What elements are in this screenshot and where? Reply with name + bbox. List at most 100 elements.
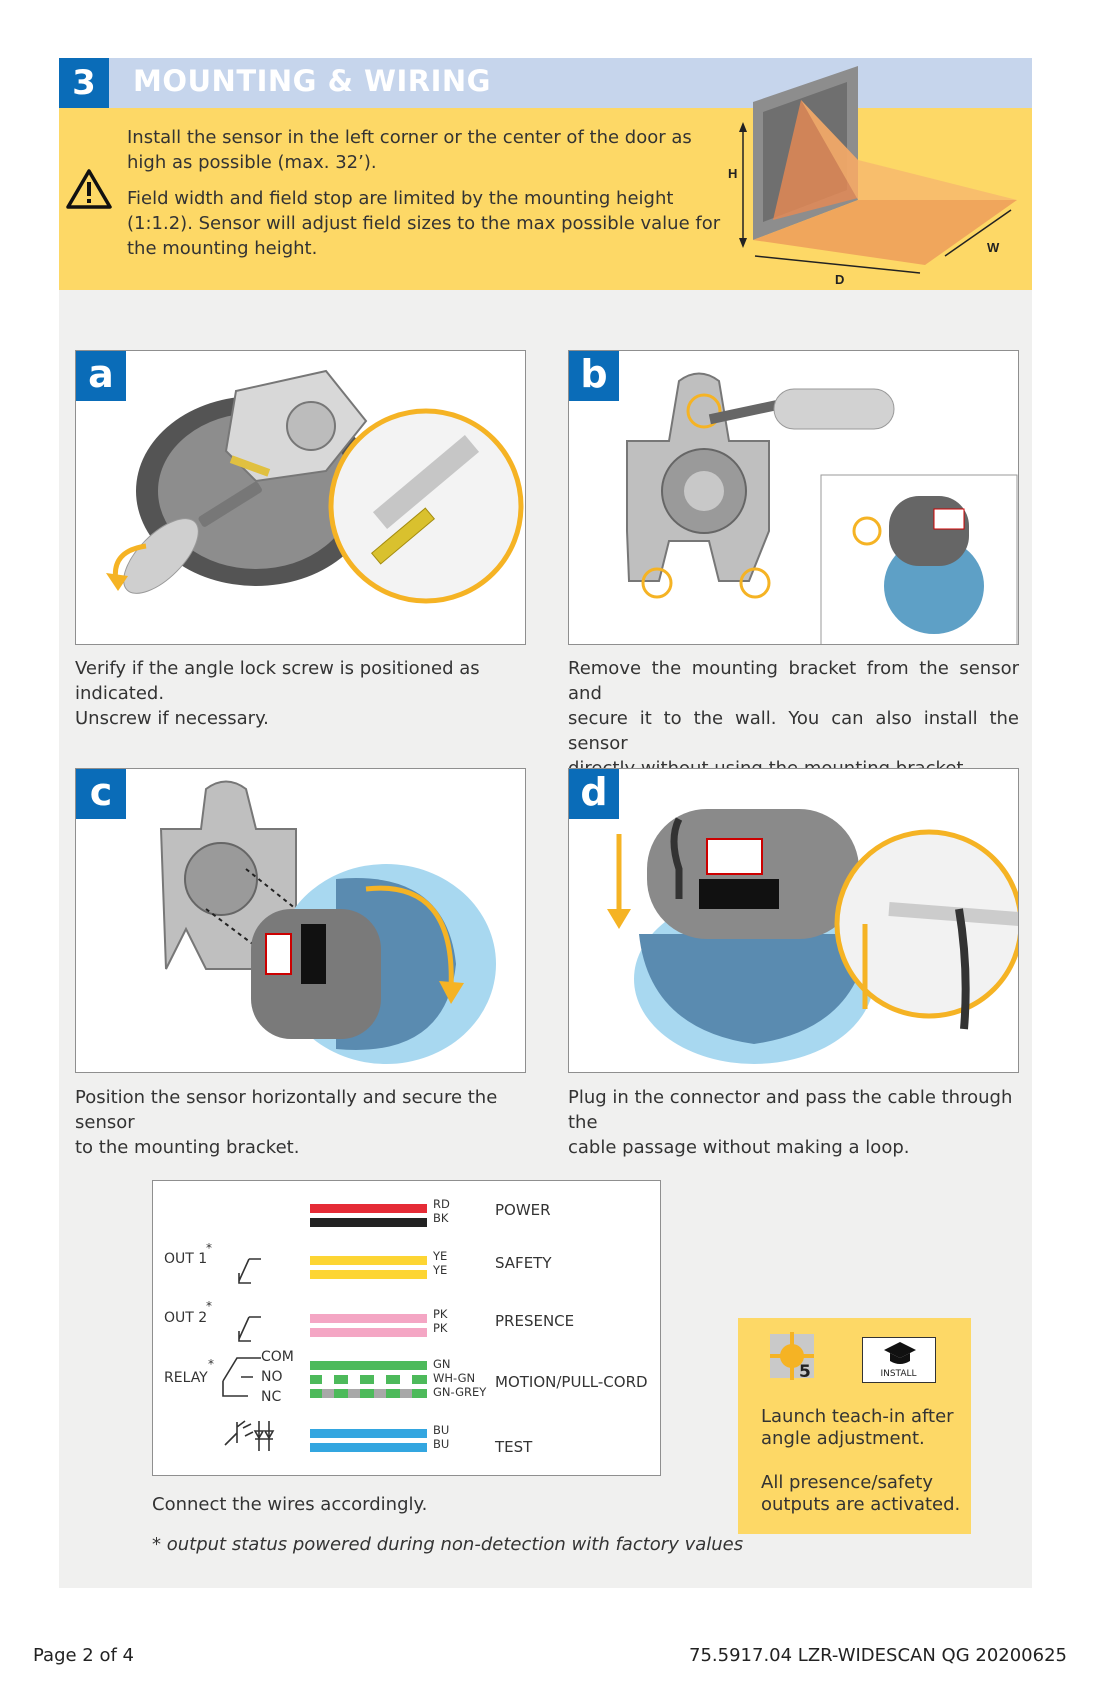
mounting-height-diagram: H D W bbox=[728, 66, 1017, 287]
wire-name-test: TEST bbox=[495, 1438, 533, 1456]
footnote: * output status powered during non-detec… bbox=[152, 1534, 744, 1555]
caption-line: Remove the mounting bracket from the sen… bbox=[568, 658, 1019, 704]
wire-name-presence: PRESENCE bbox=[495, 1312, 575, 1330]
section-number: 3 bbox=[59, 58, 109, 108]
wiring-table: RD BK YE YE PK PK GN WH-GN GN-GREY BU BU… bbox=[152, 1180, 661, 1476]
teach-in-number: 5 bbox=[799, 1362, 811, 1382]
intro-line: (1:1.2). Sensor will adjust field sizes … bbox=[127, 213, 721, 234]
teach-line: Launch teach-in after bbox=[761, 1406, 954, 1427]
wire-yellow bbox=[310, 1256, 427, 1265]
caption-line: Verify if the angle lock screw is positi… bbox=[75, 658, 480, 704]
teach-line: angle adjustment. bbox=[761, 1428, 925, 1449]
zoom-circle bbox=[328, 408, 524, 604]
step-b-panel: b bbox=[568, 350, 1019, 645]
wire-green bbox=[310, 1361, 427, 1370]
wire-diagram bbox=[222, 1204, 427, 1452]
relay-asterisk: * bbox=[208, 1357, 214, 1371]
out2-label: OUT 2 bbox=[164, 1310, 208, 1326]
step-c-caption: Position the sensor horizontally and sec… bbox=[75, 1085, 535, 1160]
relay-symbol bbox=[222, 1357, 261, 1397]
step-a-badge: a bbox=[76, 351, 126, 401]
optocoupler-icon bbox=[224, 1420, 275, 1451]
wire-blue bbox=[310, 1443, 427, 1452]
step-a-illustration bbox=[106, 369, 524, 604]
out1-label: OUT 1 bbox=[164, 1251, 208, 1267]
section-title: MOUNTING & WIRING bbox=[133, 64, 491, 98]
wire-blue bbox=[310, 1429, 427, 1438]
warning-icon bbox=[66, 169, 112, 209]
wire-codes-power: RD BK bbox=[433, 1197, 450, 1225]
intro-line: Field width and field stop are limited b… bbox=[127, 188, 674, 209]
step-d-illustration bbox=[607, 809, 1018, 1064]
step-a-caption: Verify if the angle lock screw is positi… bbox=[75, 656, 535, 731]
caption-line: cable passage without making a loop. bbox=[568, 1137, 910, 1158]
step-c-illustration bbox=[159, 780, 496, 1064]
teach-line: outputs are activated. bbox=[761, 1494, 961, 1515]
wire-name-power: POWER bbox=[495, 1201, 551, 1219]
relay-com-label: COM bbox=[261, 1349, 294, 1365]
wire-white-green bbox=[310, 1375, 427, 1384]
wire-red bbox=[310, 1204, 427, 1213]
wire-codes-safety: YE YE bbox=[433, 1249, 447, 1277]
mounting-bracket-icon bbox=[626, 372, 770, 582]
wire-black bbox=[310, 1218, 427, 1227]
intro-line: the mounting height. bbox=[127, 238, 318, 259]
wire-codes-test: BU BU bbox=[433, 1423, 449, 1451]
out1-asterisk: * bbox=[206, 1241, 212, 1255]
step-c-panel: c bbox=[75, 768, 526, 1073]
step-b-illustration bbox=[626, 372, 1018, 644]
screwdriver-icon bbox=[708, 388, 895, 430]
intro-text-1: Install the sensor in the left corner or… bbox=[127, 125, 692, 175]
switch-symbol-out1 bbox=[238, 1258, 261, 1284]
connect-wires-text: Connect the wires accordingly. bbox=[152, 1494, 428, 1515]
wire-code: BU bbox=[433, 1437, 450, 1451]
wire-name-safety: SAFETY bbox=[495, 1254, 552, 1272]
wire-code: BK bbox=[433, 1211, 449, 1225]
teach-in-panel: 5 INSTALL Launch teach-in after angle ad… bbox=[738, 1318, 971, 1534]
depth-label: D bbox=[835, 272, 844, 287]
relay-label: RELAY bbox=[164, 1370, 208, 1386]
wire-pink bbox=[310, 1314, 427, 1323]
relay-no-label: NO bbox=[261, 1369, 283, 1385]
zoom-circle bbox=[834, 829, 1018, 1019]
wire-code: RD bbox=[433, 1197, 450, 1211]
wire-pink bbox=[310, 1328, 427, 1337]
wire-code: WH-GN bbox=[433, 1371, 476, 1385]
teach-in-icon bbox=[770, 1332, 814, 1380]
page-number: Page 2 of 4 bbox=[33, 1645, 134, 1666]
wire-yellow bbox=[310, 1270, 427, 1279]
caption-line: secure it to the wall. You can also inst… bbox=[568, 708, 1019, 754]
relay-nc-label: NC bbox=[261, 1389, 282, 1405]
height-label: H bbox=[728, 166, 737, 181]
intro-line: Install the sensor in the left corner or… bbox=[127, 127, 692, 148]
wire-name-motion: MOTION/PULL-CORD bbox=[495, 1373, 648, 1391]
wire-code: PK bbox=[433, 1307, 448, 1321]
intro-text-2: Field width and field stop are limited b… bbox=[127, 186, 720, 261]
wire-code: PK bbox=[433, 1321, 448, 1335]
wire-code: GN-GREY bbox=[433, 1385, 487, 1399]
step-a-panel: a bbox=[75, 350, 526, 645]
step-b-badge: b bbox=[569, 351, 619, 401]
out2-asterisk: * bbox=[206, 1299, 212, 1313]
document-code: 75.5917.04 LZR-WIDESCAN QG 20200625 bbox=[689, 1645, 1067, 1666]
section-header-band bbox=[59, 58, 1032, 108]
wire-code: YE bbox=[433, 1263, 448, 1277]
caption-line: Unscrew if necessary. bbox=[75, 708, 269, 729]
switch-symbol-out2 bbox=[238, 1316, 261, 1342]
wire-codes-motion: GN WH-GN GN-GREY bbox=[433, 1357, 486, 1399]
caption-line: to the mounting bracket. bbox=[75, 1137, 300, 1158]
step-b-caption: Remove the mounting bracket from the sen… bbox=[568, 656, 1019, 781]
step-d-panel: d bbox=[568, 768, 1019, 1073]
teach-in-text: Launch teach-in after angle adjustment. … bbox=[761, 1406, 966, 1516]
teach-line: All presence/safety bbox=[761, 1472, 933, 1493]
screwdriver-icon bbox=[123, 481, 262, 594]
width-label: W bbox=[987, 240, 1000, 255]
install-icon: INSTALL bbox=[862, 1337, 936, 1383]
step-d-caption: Plug in the connector and pass the cable… bbox=[568, 1085, 1028, 1160]
install-label: INSTALL bbox=[880, 1369, 917, 1379]
wire-codes-presence: PK PK bbox=[433, 1307, 447, 1335]
wire-code: BU bbox=[433, 1423, 450, 1437]
step-c-badge: c bbox=[76, 769, 126, 819]
caption-line: Plug in the connector and pass the cable… bbox=[568, 1087, 1013, 1133]
wire-code: GN bbox=[433, 1357, 451, 1371]
